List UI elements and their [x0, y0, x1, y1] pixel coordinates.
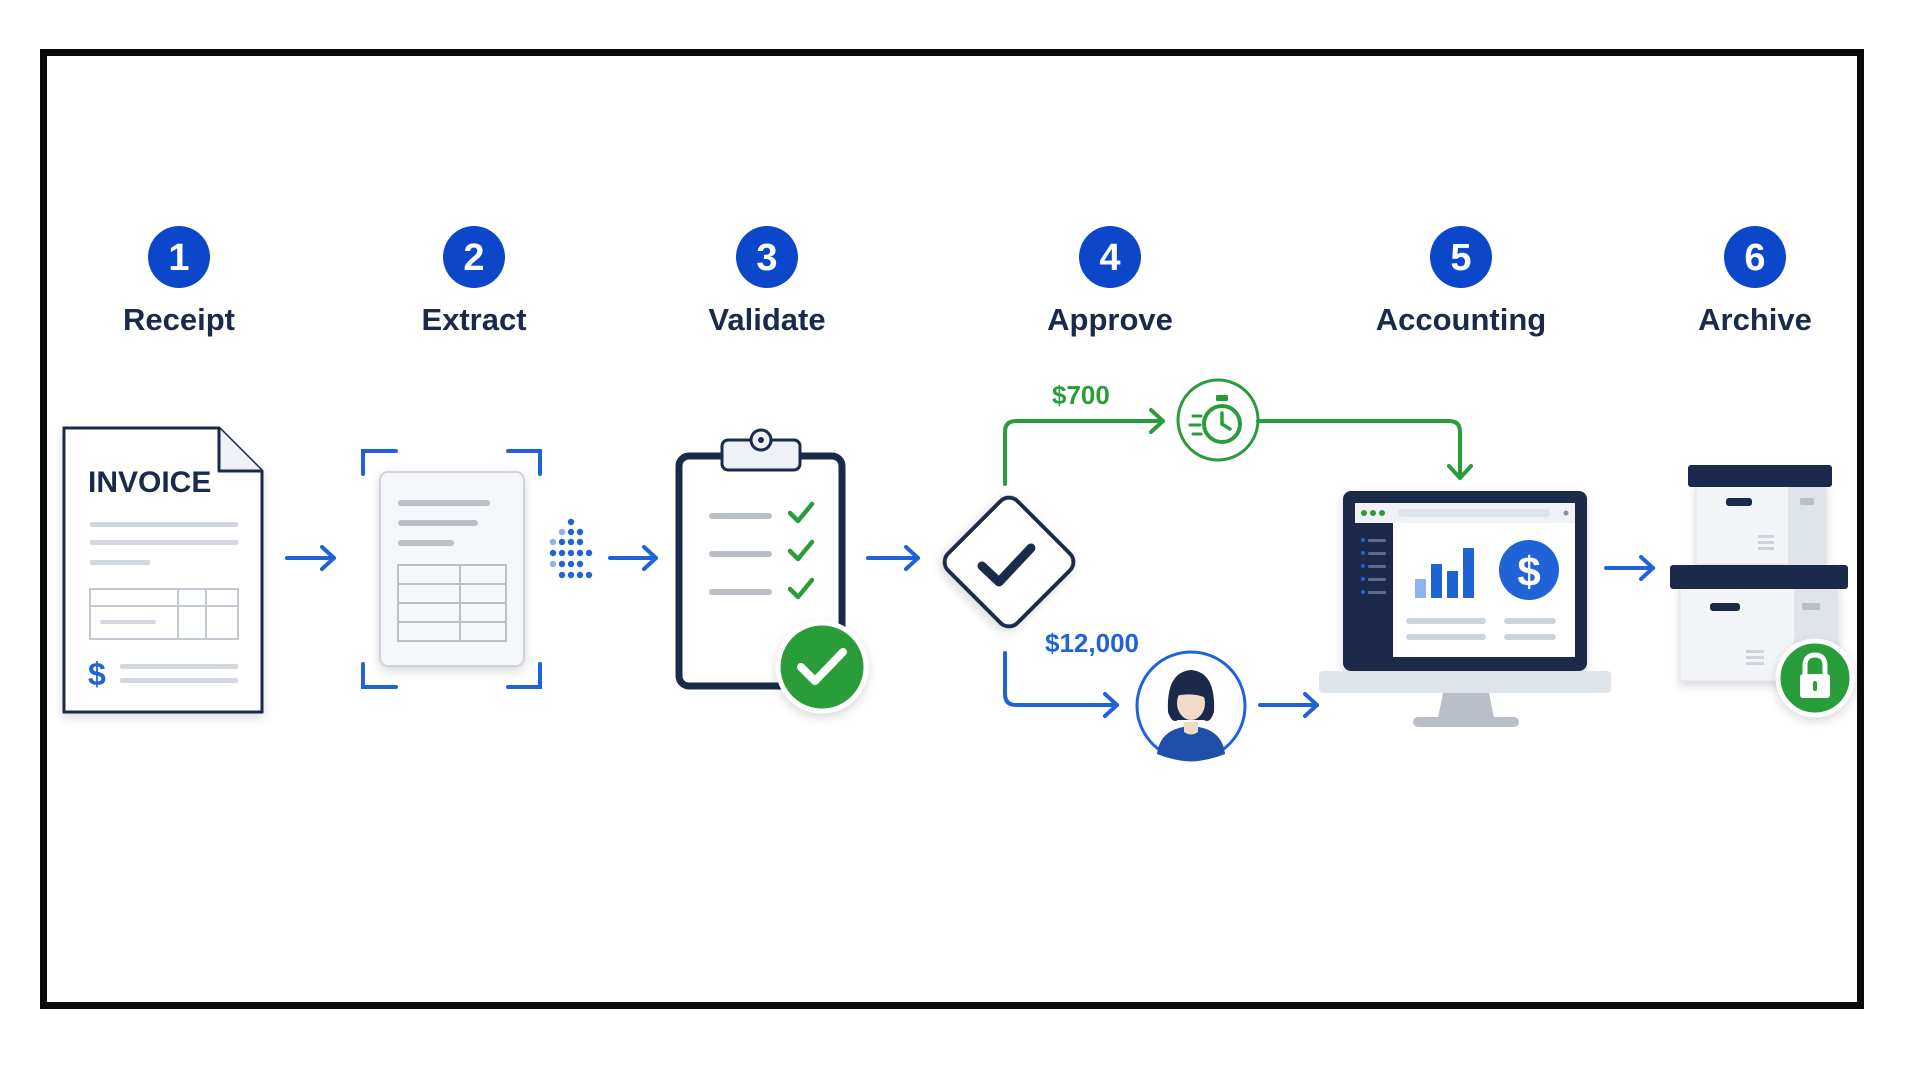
invoice-title: INVOICE	[88, 466, 211, 499]
step-3-label: Validate	[708, 302, 825, 337]
step-4: 4 Approve	[1047, 226, 1173, 337]
validated-check-badge-icon	[775, 620, 869, 714]
step-3-badge	[736, 226, 798, 288]
step-2-number: 2	[463, 237, 484, 279]
step-6-label: Archive	[1698, 302, 1812, 337]
step-1-number: 1	[168, 237, 189, 279]
step-6-badge	[1724, 226, 1786, 288]
high-amount-label: $12,000	[1045, 628, 1139, 658]
low-amount-path: $700	[1003, 378, 1473, 486]
step-5-badge	[1430, 226, 1492, 288]
step-1-badge	[148, 226, 210, 288]
bar-chart-icon	[1406, 548, 1556, 640]
flow-arrow-2	[608, 545, 658, 571]
step-6-number: 6	[1744, 237, 1765, 279]
flow-arrow-1	[285, 545, 336, 571]
data-particles-icon	[549, 518, 593, 579]
dollar-coin-icon: $	[1499, 540, 1559, 600]
padlock-icon	[1775, 638, 1855, 718]
step-4-number: 4	[1099, 237, 1120, 279]
flow-arrow-5	[1604, 555, 1655, 581]
step-1: 1 Receipt	[123, 226, 235, 337]
diagram-frame	[40, 49, 1864, 1009]
step-3: 3 Validate	[708, 226, 826, 337]
document-scan-icon	[361, 449, 542, 689]
stopwatch-icon	[1176, 378, 1260, 462]
step-2: 2 Extract	[421, 226, 527, 337]
high-amount-path: $12,000	[1003, 628, 1319, 762]
low-amount-label: $700	[1052, 380, 1110, 410]
flow-arrow-3	[866, 545, 920, 571]
step-5-number: 5	[1450, 237, 1471, 279]
invoice-dollar-sign: $	[88, 656, 106, 692]
person-approver-icon	[1135, 650, 1247, 762]
step-5-label: Accounting	[1376, 302, 1547, 337]
step-4-label: Approve	[1047, 302, 1173, 337]
monitor-icon	[1319, 491, 1611, 727]
accounting-dollar-sign: $	[1517, 548, 1540, 595]
step-5: 5 Accounting	[1376, 226, 1547, 337]
step-3-number: 3	[756, 237, 777, 279]
step-6: 6 Archive	[1698, 226, 1812, 337]
invoice-document-icon: INVOICE $	[62, 426, 264, 714]
step-1-label: Receipt	[123, 302, 235, 337]
step-4-badge	[1079, 226, 1141, 288]
checkmark-diamond-icon	[942, 495, 1076, 629]
step-2-label: Extract	[421, 302, 526, 337]
step-2-badge	[443, 226, 505, 288]
